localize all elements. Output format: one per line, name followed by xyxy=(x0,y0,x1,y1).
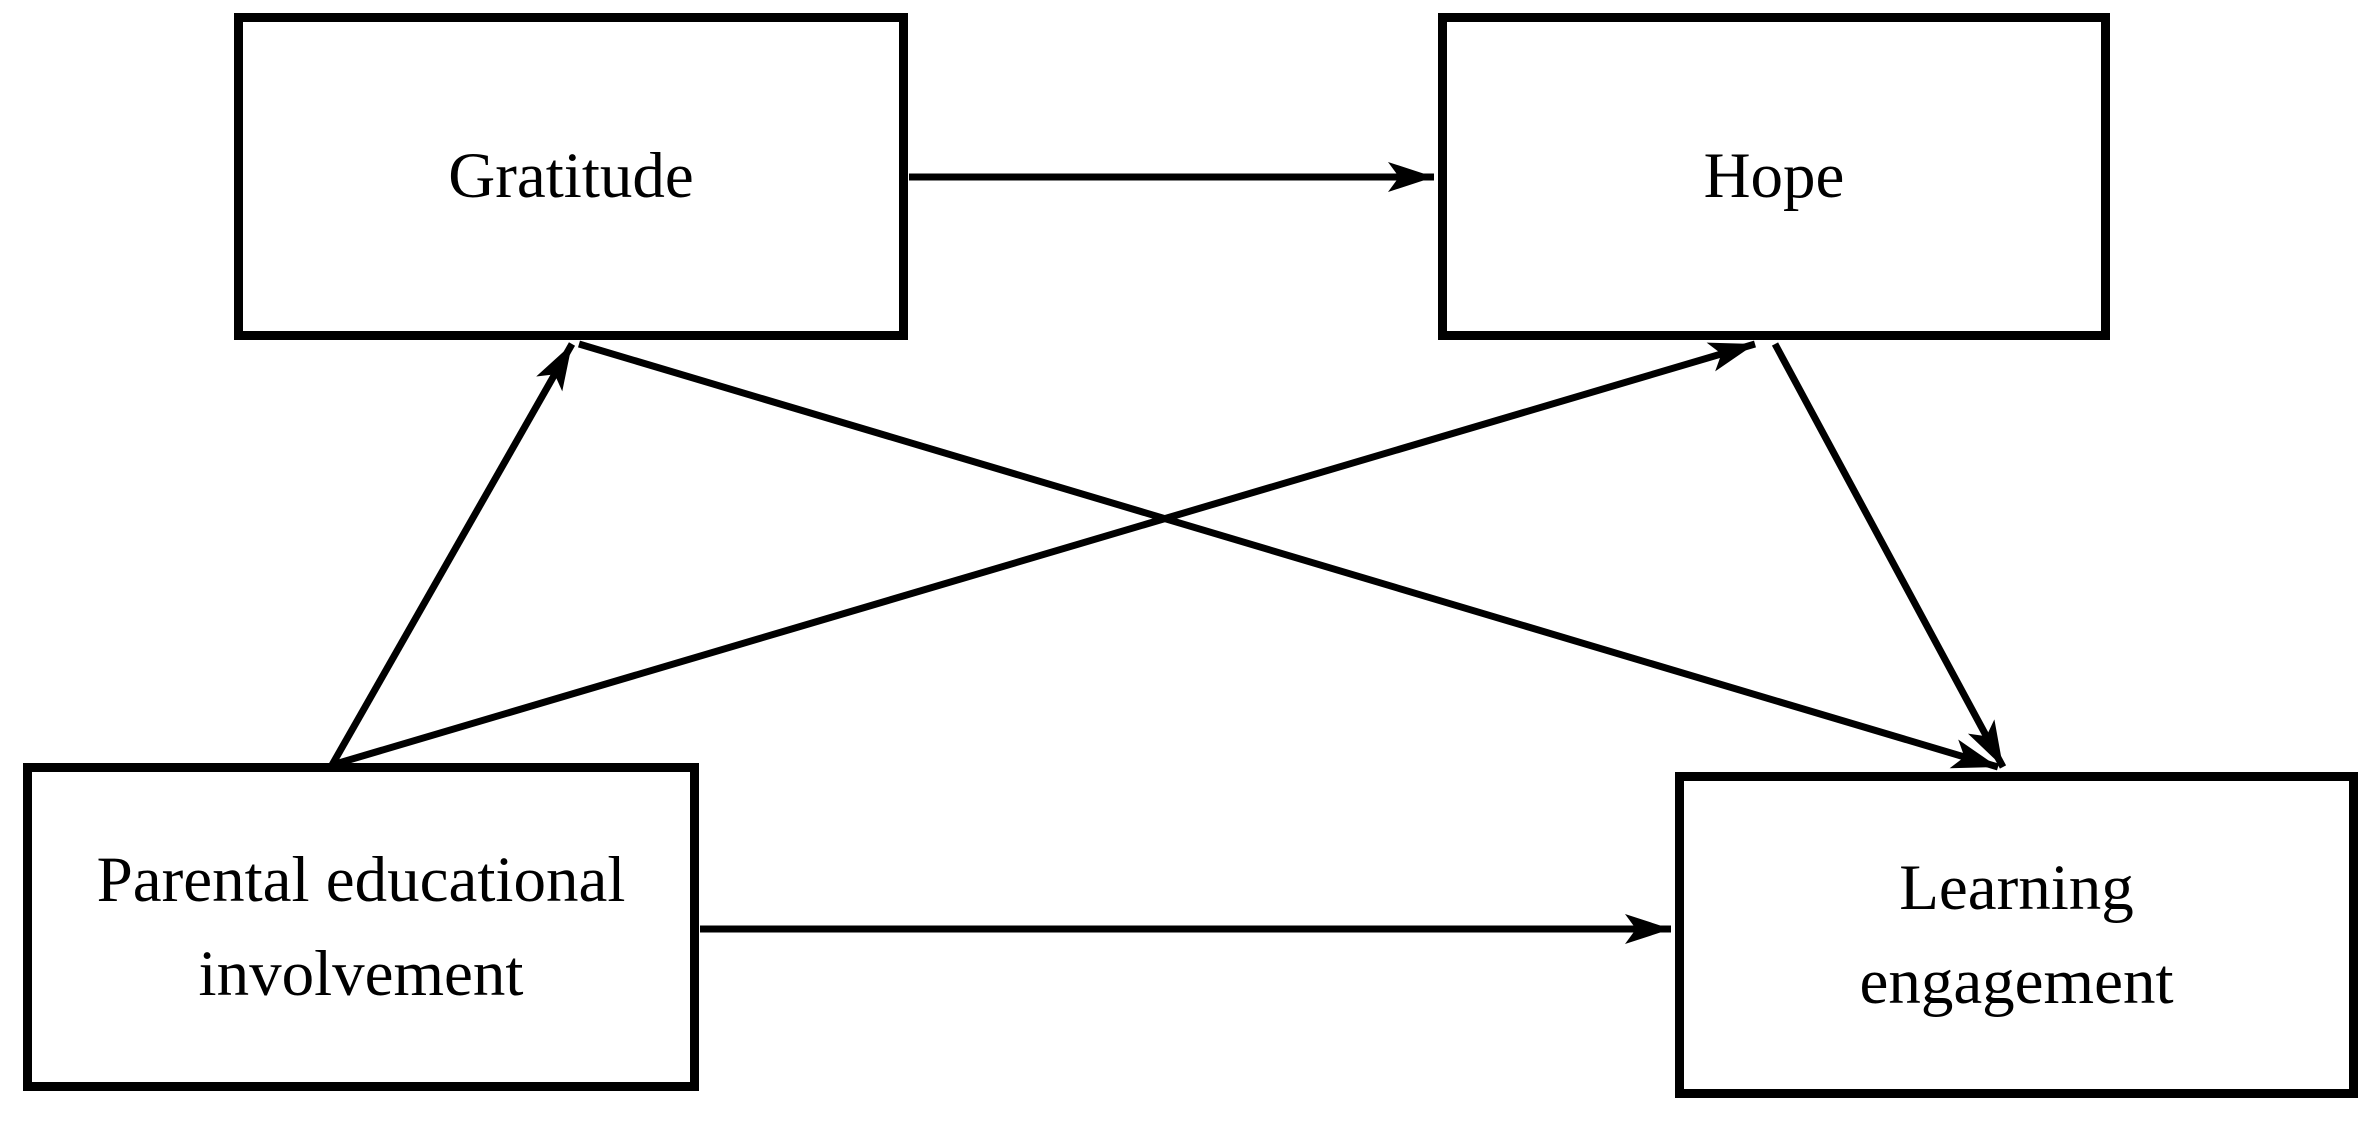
node-parental-educational-involvement-label: Parental educational involvement xyxy=(96,843,626,1010)
node-learning-engagement: Learning engagement xyxy=(1675,772,2358,1098)
node-gratitude-label: Gratitude xyxy=(448,140,694,213)
arrow-hope-to-learning xyxy=(1771,342,2007,769)
arrow-parental-to-hope xyxy=(331,340,1756,769)
node-hope: Hope xyxy=(1438,13,2110,340)
arrow-gratitude-to-learning xyxy=(578,340,1999,771)
node-learning-engagement-label: Learning engagement xyxy=(1859,851,2174,1018)
node-gratitude: Gratitude xyxy=(234,13,908,340)
arrow-parental-to-gratitude xyxy=(328,342,576,767)
node-parental-educational-involvement: Parental educational involvement xyxy=(23,763,699,1091)
node-hope-label: Hope xyxy=(1703,140,1845,213)
